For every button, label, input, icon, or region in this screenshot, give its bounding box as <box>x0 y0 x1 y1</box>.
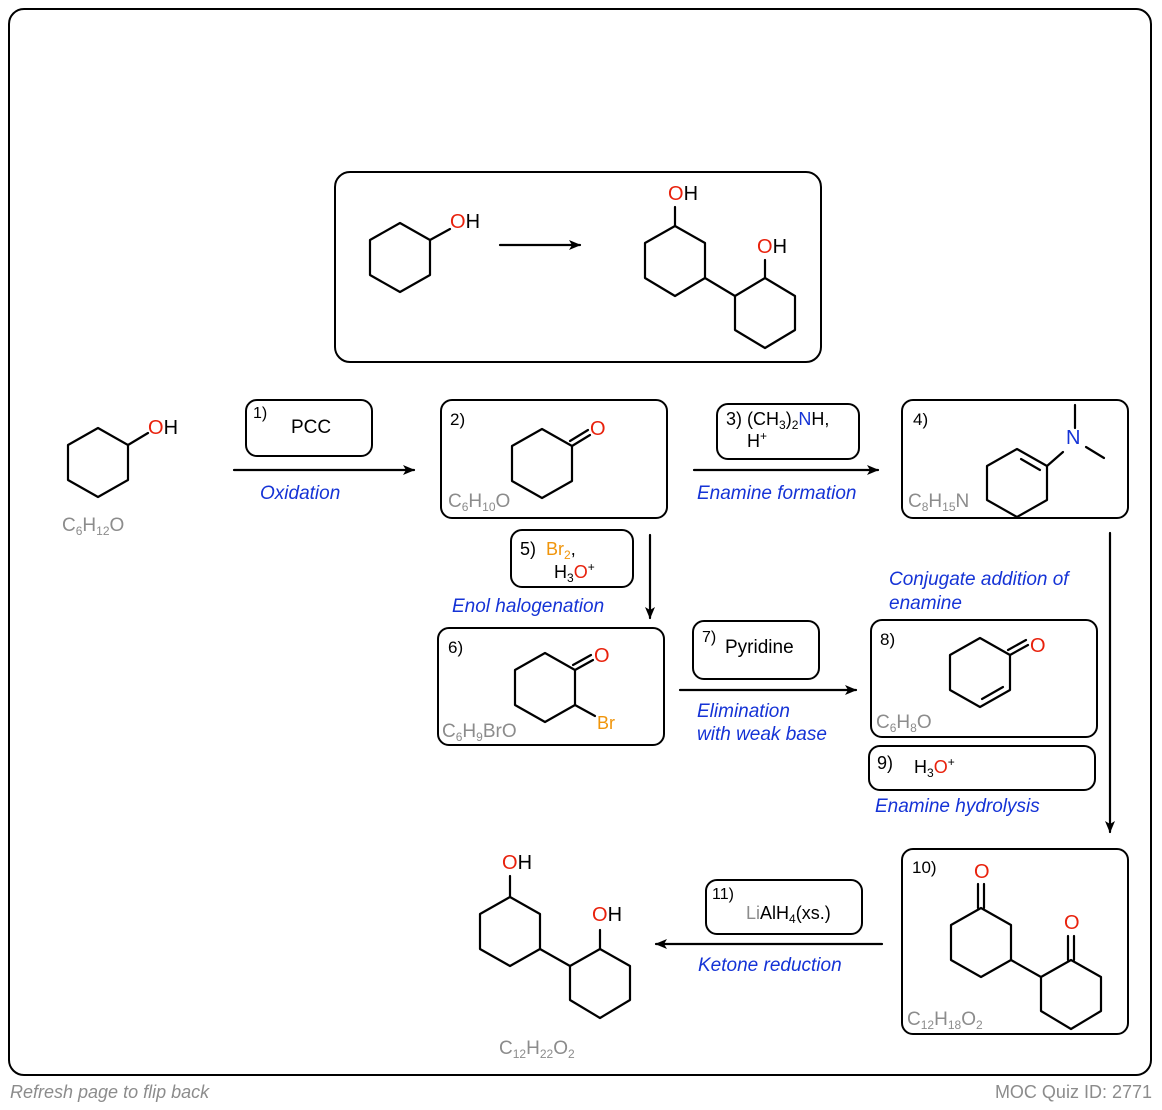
start-oh-label: OH <box>148 417 179 439</box>
step-4-formula: C8H15N <box>908 491 970 514</box>
compound-box-4 <box>901 399 1129 519</box>
compound-box-10 <box>901 848 1129 1035</box>
step-11-number: 11) <box>712 886 734 903</box>
step-4-number: 4) <box>913 410 929 429</box>
step-1-number: 1) <box>253 405 268 422</box>
step-9-number: 9) <box>877 753 894 773</box>
problem-start-cyclohexanol <box>368 221 452 294</box>
enamine-n: N <box>1066 427 1081 449</box>
reagent-box-9 <box>868 745 1096 791</box>
final-formula: C12H22O2 <box>499 1038 575 1061</box>
cyclohexenone-o: O <box>1030 635 1046 657</box>
reagent-box-11 <box>705 879 863 935</box>
step-11-reagent: LiAlH4(xs.) <box>746 903 831 926</box>
bromoketone-structure <box>513 651 597 724</box>
step-7-caption-2: with weak base <box>697 724 827 745</box>
step-7-number: 7) <box>702 629 717 646</box>
step-6-formula: C6H9BrO <box>442 721 517 744</box>
step-6-number: 6) <box>448 638 464 657</box>
reagent-box-1 <box>245 399 373 457</box>
diketone-structure <box>949 882 1103 1031</box>
bromoketone-o: O <box>594 645 610 667</box>
step-8-formula: C6H8O <box>876 712 932 735</box>
step-11-caption: Ketone reduction <box>698 955 842 976</box>
bromoketone-br: Br <box>597 713 615 733</box>
step-2-number: 2) <box>450 410 466 429</box>
diketone-o-1: O <box>974 861 990 883</box>
step-5-caption: Enol halogenation <box>452 596 605 617</box>
compound-box-2 <box>440 399 668 519</box>
diketone-o-2: O <box>1064 912 1080 934</box>
step-10-formula: C12H18O2 <box>907 1009 983 1032</box>
step-9-reagent: H3O+ <box>914 755 955 780</box>
step-5-reagent-line-2: H3O+ <box>554 560 595 585</box>
final-diol-structure <box>478 874 632 1020</box>
compound-box-8 <box>870 619 1098 738</box>
step-7-reagent: Pyridine <box>725 637 794 658</box>
quiz-id: MOC Quiz ID: 2771 <box>994 1082 1152 1102</box>
final-oh-top: OH <box>502 852 533 874</box>
reagent-box-3 <box>716 403 860 460</box>
compound-box-6 <box>437 627 665 746</box>
start-cyclohexanol <box>66 426 150 499</box>
enamine-structure <box>985 403 1106 519</box>
step-9-caption: Enamine hydrolysis <box>875 796 1040 817</box>
cyclohexenone-structure <box>948 636 1030 709</box>
step-3-acid: H+ <box>747 429 768 451</box>
problem-target-diol <box>643 205 797 350</box>
step-7-caption-1: Elimination <box>697 701 790 722</box>
cyclohexanone-structure <box>510 427 592 500</box>
step-1-reagent: PCC <box>291 417 332 438</box>
problem-start-oh: OH <box>450 211 481 233</box>
step-5-reagent-line-1: 5) Br2, <box>520 539 576 562</box>
step-8-number: 8) <box>880 630 896 649</box>
reagent-box-5 <box>510 529 634 588</box>
problem-target-oh-top: OH <box>668 183 699 205</box>
step-1-caption: Oxidation <box>260 483 341 504</box>
problem-box <box>334 171 822 363</box>
step-2-formula: C6H10O <box>448 491 511 514</box>
outer-frame <box>8 8 1152 1076</box>
step-3-caption: Enamine formation <box>697 483 857 504</box>
cyclohexanone-o: O <box>590 418 606 440</box>
final-oh-right: OH <box>592 904 623 926</box>
problem-target-oh-right: OH <box>757 236 788 258</box>
refresh-hint[interactable]: Refresh page to flip back <box>10 1082 210 1102</box>
start-formula: C6H12O <box>62 515 125 538</box>
reagent-box-7 <box>692 620 820 680</box>
step-3-reagent: 3) (CH3)2NH, <box>726 409 830 432</box>
step-10-number: 10) <box>912 858 937 877</box>
step-8-caption-1: Conjugate addition of <box>889 569 1069 590</box>
step-8-caption-2: enamine <box>889 593 962 614</box>
